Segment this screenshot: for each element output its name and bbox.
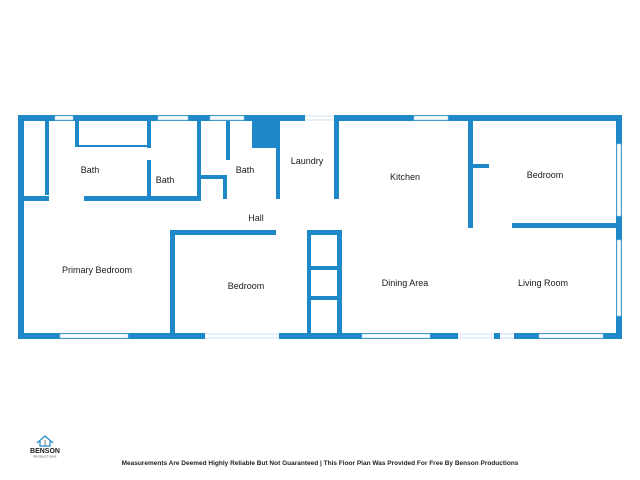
openings bbox=[205, 115, 514, 339]
room-label-dining-area: Dining Area bbox=[382, 278, 429, 288]
room-label-bedroom-center: Bedroom bbox=[228, 281, 265, 291]
room-label-bath-2: Bath bbox=[156, 175, 175, 185]
room-label-kitchen: Kitchen bbox=[390, 172, 420, 182]
room-label-laundry: Laundry bbox=[291, 156, 324, 166]
windows bbox=[54, 115, 622, 339]
room-labels: Bath Bath Bath Laundry Kitchen Bedroom H… bbox=[62, 156, 568, 291]
walls bbox=[18, 115, 622, 339]
brand-name: BENSON bbox=[30, 448, 60, 455]
room-label-hall: Hall bbox=[248, 213, 264, 223]
room-label-bedroom-ne: Bedroom bbox=[527, 170, 564, 180]
house-logo-icon bbox=[36, 435, 54, 447]
room-label-bath-3: Bath bbox=[236, 165, 255, 175]
room-label-living-room: Living Room bbox=[518, 278, 568, 288]
footer-disclaimer: Measurements Are Deemed Highly Reliable … bbox=[122, 460, 519, 467]
room-label-bath-1: Bath bbox=[81, 165, 100, 175]
brand-logo: BENSON PRODUCTIONS bbox=[30, 435, 60, 459]
brand-tagline: PRODUCTIONS bbox=[33, 455, 57, 459]
opening-edges bbox=[205, 115, 514, 339]
room-label-primary-bedroom: Primary Bedroom bbox=[62, 265, 132, 275]
